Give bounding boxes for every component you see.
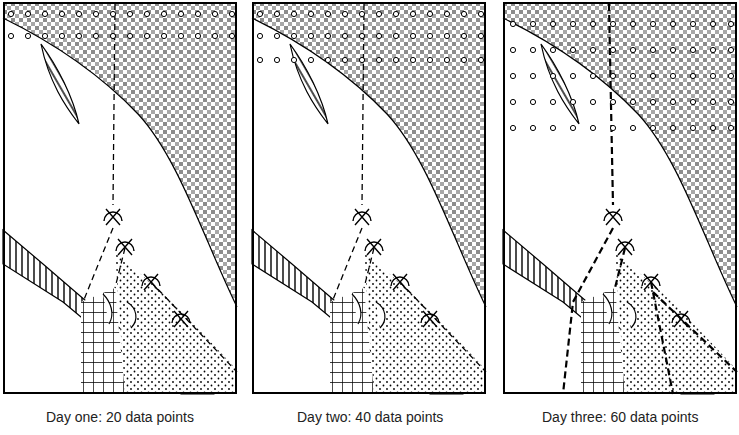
panel-caption: Day one: 20 data points	[46, 409, 194, 425]
panel-caption: Day two: 40 data points	[297, 409, 443, 425]
panel-caption: Day three: 60 data points	[542, 409, 698, 425]
map-panel	[252, 2, 486, 394]
map-panel	[3, 2, 237, 394]
map-panel	[503, 2, 737, 394]
